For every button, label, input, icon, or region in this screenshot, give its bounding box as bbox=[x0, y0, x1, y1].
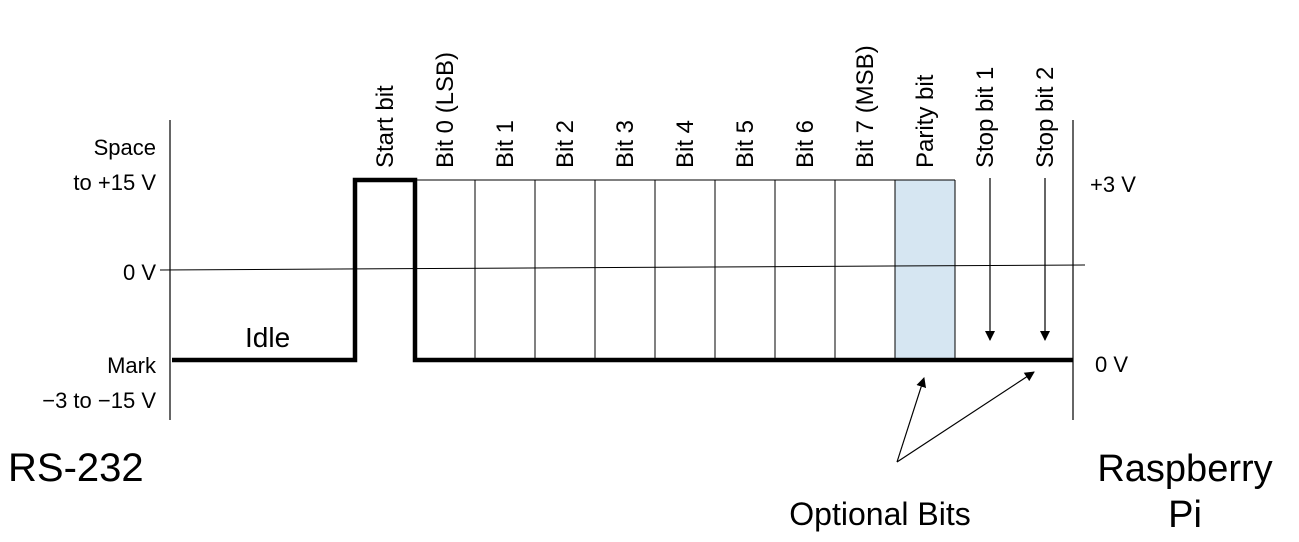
pi-title: Pi bbox=[1168, 494, 1202, 536]
optional-bits-label: Optional Bits bbox=[789, 496, 970, 532]
bit-label-3: Bit 2 bbox=[552, 120, 579, 168]
zero-volt-line bbox=[159, 264, 1086, 271]
bit-grid-dividers bbox=[474, 180, 956, 360]
zero-volt-label-left: 0 V bbox=[123, 260, 156, 285]
mark-label: Mark bbox=[107, 353, 157, 378]
bit-label-2: Bit 1 bbox=[492, 120, 519, 168]
space-voltage-label: to +15 V bbox=[73, 170, 156, 195]
bit-label-10: Stop bit 1 bbox=[972, 67, 999, 168]
bit-label-4: Bit 3 bbox=[612, 120, 639, 168]
bit-label-11: Stop bit 2 bbox=[1032, 67, 1059, 168]
space-label: Space bbox=[94, 135, 156, 160]
bit-label-1: Bit 0 (LSB) bbox=[432, 52, 459, 168]
zero-volt-label-right: 0 V bbox=[1095, 352, 1128, 377]
parity-bit-cell bbox=[895, 180, 955, 360]
optional-arrow-parity bbox=[896, 377, 927, 463]
bit-label-7: Bit 6 bbox=[792, 120, 819, 168]
rs232-title: RS-232 bbox=[8, 446, 144, 490]
idle-label: Idle bbox=[245, 322, 290, 353]
signal-waveform bbox=[172, 177, 1073, 363]
bit-label-6: Bit 5 bbox=[732, 120, 759, 168]
bit-label-0: Start bit bbox=[372, 85, 399, 168]
optional-arrow-stop bbox=[896, 371, 1035, 463]
bit-label-5: Bit 4 bbox=[672, 120, 699, 168]
bit-labels: Start bit Bit 0 (LSB) Bit 1 Bit 2 Bit 3 Bit 4… bbox=[372, 45, 1059, 168]
high-voltage-label-right: +3 V bbox=[1090, 172, 1136, 197]
mark-voltage-label: −3 to −15 V bbox=[42, 388, 156, 413]
raspberry-title: Raspberry bbox=[1097, 448, 1272, 490]
bit-label-9: Parity bit bbox=[912, 74, 939, 168]
bit-label-8: Bit 7 (MSB) bbox=[852, 45, 879, 168]
